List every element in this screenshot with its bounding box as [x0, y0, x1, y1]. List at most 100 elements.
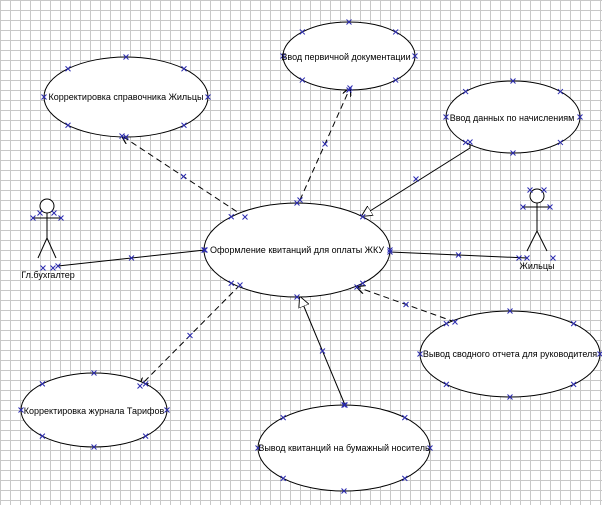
selection-handle — [412, 53, 418, 59]
actor-residents[interactable] — [523, 188, 550, 252]
selection-handle — [462, 88, 469, 95]
selection-handle — [51, 210, 57, 216]
selection-handle — [142, 433, 149, 440]
selection-handle — [443, 114, 449, 120]
use-cases-layer — [20, 21, 601, 492]
selection-handle — [280, 53, 286, 59]
selection-handle — [137, 383, 143, 389]
selection-handle — [387, 249, 393, 255]
selection-handle — [37, 210, 43, 216]
selection-handle — [341, 402, 347, 408]
selection-handle — [510, 150, 516, 156]
selection-handle — [401, 475, 408, 482]
selection-handle — [455, 252, 462, 258]
actors-layer — [33, 188, 550, 259]
selection-handle — [65, 65, 71, 72]
selection-handle — [392, 77, 399, 83]
selection-handle — [40, 265, 46, 271]
selection-handle — [181, 65, 187, 72]
selection-handle — [550, 255, 556, 261]
actor-residents-label: Жильцы — [519, 261, 555, 271]
selection-handle — [280, 414, 287, 421]
use-case-main-label: Оформление квитанций для оплаты ЖКУ — [209, 245, 385, 255]
use-case-accruals-label: Ввод данных по начислениям — [449, 113, 575, 123]
selection-handle — [55, 263, 61, 269]
selection-handle — [65, 122, 71, 129]
use-case-print-receipts-label: Вывод квитанций на бумажный носитель — [258, 443, 430, 453]
use-case-edit-tariffs-label: Корректировка журнала Тарифов — [23, 406, 165, 416]
selection-handle — [427, 445, 433, 451]
selection-handle — [443, 381, 450, 388]
selection-handle — [255, 445, 261, 451]
selection-handle — [39, 433, 46, 440]
selection-handle — [242, 214, 248, 220]
selection-handle — [322, 141, 328, 147]
use-case-edit-residents-label: Корректировка справочника Жильцы — [48, 92, 204, 102]
selection-handle — [294, 294, 300, 300]
selection-handle — [187, 332, 193, 339]
selection-handle — [557, 88, 564, 95]
selection-handle — [91, 370, 97, 376]
selection-handle — [319, 348, 326, 354]
actor-accountant-label: Гл.бухгалтер — [21, 270, 75, 280]
selection-handle — [299, 77, 306, 83]
selection-handle — [392, 29, 399, 35]
selection-handle — [30, 215, 36, 221]
selection-handle — [123, 54, 129, 60]
selection-handles — [18, 19, 602, 494]
actor-accountant[interactable] — [33, 198, 61, 259]
selection-handle — [547, 204, 553, 210]
selection-handle — [467, 139, 473, 145]
selection-handle — [58, 215, 64, 221]
selection-handle — [341, 488, 347, 494]
selection-handle — [280, 475, 287, 482]
selection-handle — [41, 94, 47, 100]
selection-handle — [570, 320, 577, 327]
selection-handle — [346, 19, 352, 25]
selection-handle — [39, 380, 46, 387]
selection-handle — [342, 402, 348, 408]
selection-handle — [387, 247, 393, 253]
selection-handle — [443, 320, 450, 327]
selection-handle — [91, 444, 97, 450]
selection-handle — [50, 265, 56, 271]
selection-handle — [297, 197, 303, 203]
selection-handle — [417, 351, 423, 357]
selection-handle — [201, 247, 207, 253]
selection-handle — [299, 29, 306, 35]
selection-handle — [128, 255, 135, 261]
selection-handle — [142, 380, 149, 387]
selection-handle — [557, 139, 564, 146]
selection-handle — [18, 407, 24, 413]
selection-handle — [510, 78, 516, 84]
selection-handle — [359, 280, 366, 287]
selection-handle — [237, 282, 243, 288]
selection-handle — [452, 319, 458, 325]
selection-handle — [119, 133, 125, 139]
use-case-primary-docs-label: Ввод первичной документации — [281, 52, 411, 62]
selection-handle — [570, 381, 577, 388]
selection-handle — [516, 255, 522, 261]
selection-handle — [202, 247, 208, 253]
selection-handle — [228, 280, 235, 287]
selection-handle — [520, 204, 526, 210]
selection-handle — [507, 308, 513, 314]
selection-handle — [123, 134, 129, 140]
selection-handle — [541, 187, 547, 193]
selection-handle — [413, 176, 419, 182]
selection-handle — [527, 187, 533, 193]
use-case-summary-report-label: Вывод сводного отчета для руководителя — [422, 349, 598, 359]
selection-handle — [205, 94, 211, 100]
selection-handle — [359, 213, 366, 220]
selection-handle — [401, 414, 408, 421]
selection-handle — [347, 85, 353, 91]
selection-handle — [577, 114, 583, 120]
selection-handle — [354, 284, 360, 290]
selection-handle — [181, 122, 187, 129]
selection-handle — [403, 301, 409, 308]
selection-handle — [164, 407, 170, 413]
selection-handle — [228, 213, 235, 220]
selection-handle — [507, 394, 513, 400]
selection-handle — [524, 255, 530, 261]
